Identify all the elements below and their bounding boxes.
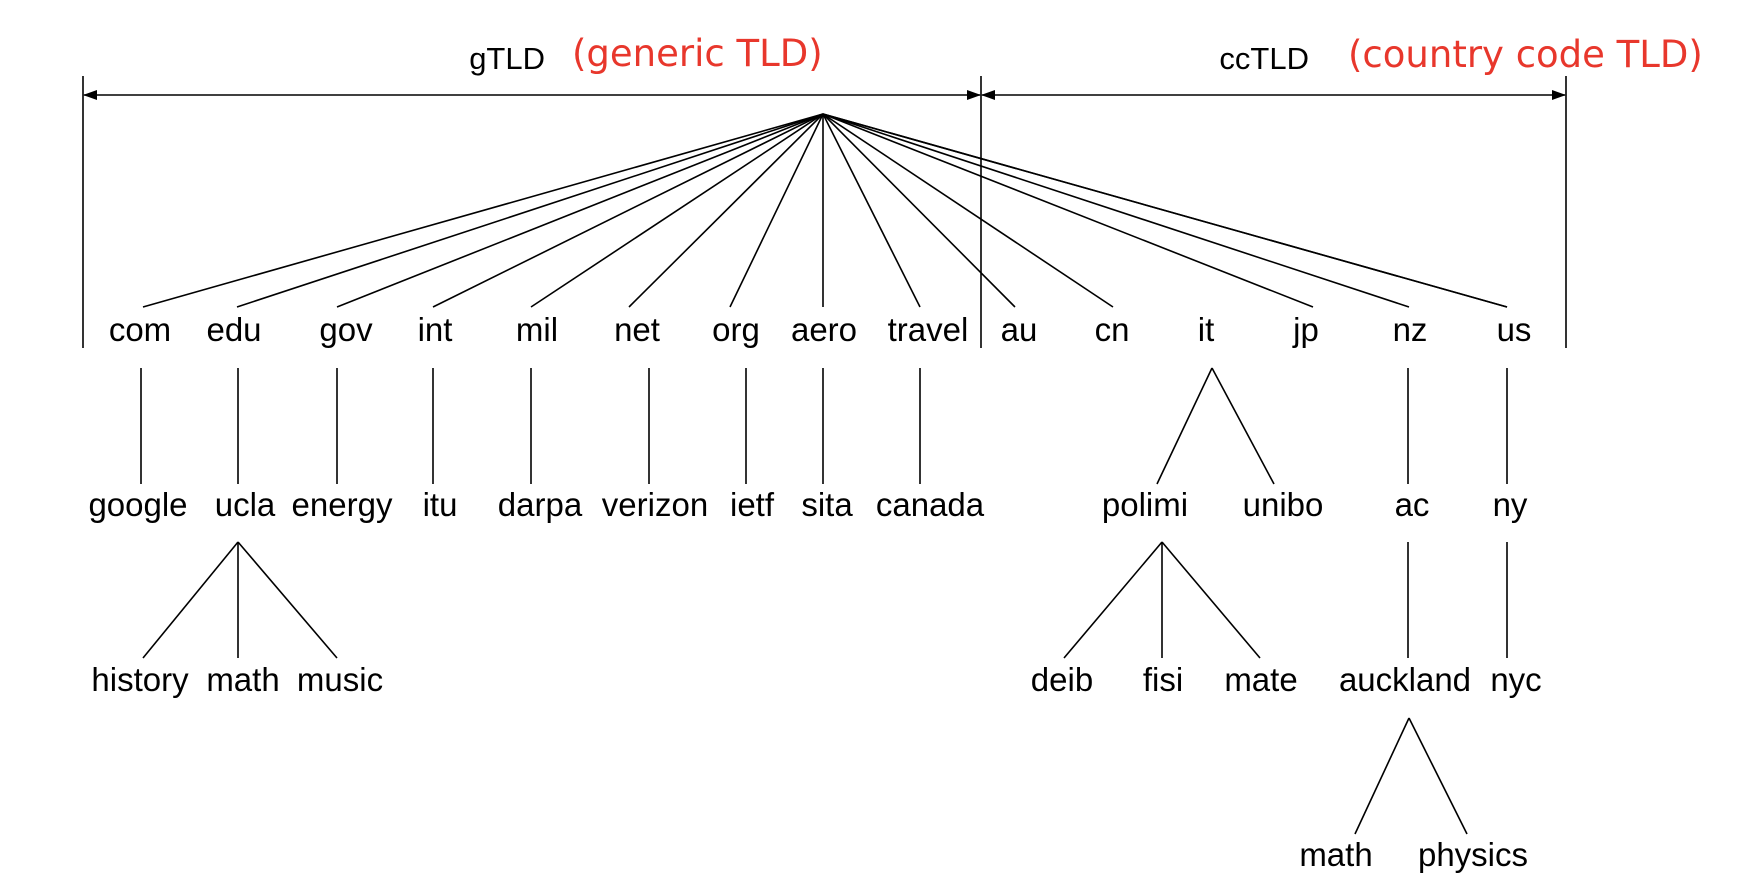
node-com: com <box>109 311 171 348</box>
node-aero: aero <box>791 311 857 348</box>
edge-root-gov <box>336 113 824 308</box>
edge-root-int <box>432 113 824 308</box>
node-history: history <box>91 661 189 698</box>
edge-root-us <box>822 113 1508 308</box>
edge-polimi-deib <box>1063 541 1163 659</box>
node-math-auckland: math <box>1299 836 1372 873</box>
node-ietf: ietf <box>730 486 775 523</box>
edge-auckland-physics <box>1408 717 1468 835</box>
third-level-edges <box>1354 717 1468 835</box>
node-org: org <box>712 311 760 348</box>
edge-root-it <box>822 113 1314 308</box>
node-net: net <box>614 311 660 348</box>
node-math-ucla: math <box>206 661 279 698</box>
edge-it-unibo <box>1211 367 1275 485</box>
cctld-bracket <box>980 76 1567 348</box>
gtld-bracket <box>82 76 981 348</box>
node-au: au <box>1001 311 1038 348</box>
node-ac: ac <box>1395 486 1430 523</box>
edge-root-cn <box>822 113 1114 308</box>
node-travel: travel <box>888 311 969 348</box>
node-int: int <box>418 311 453 348</box>
node-mil: mil <box>516 311 558 348</box>
edge-root-mil <box>530 113 824 308</box>
node-deib: deib <box>1031 661 1093 698</box>
cctld-label: ccTLD <box>1219 41 1309 76</box>
tld-row: com edu gov int mil net org aero travel … <box>109 311 1532 348</box>
edge-root-edu <box>236 113 824 308</box>
node-fisi: fisi <box>1143 661 1183 698</box>
tld-edges <box>140 367 1508 485</box>
node-physics: physics <box>1418 836 1528 873</box>
edge-polimi-mate <box>1161 541 1261 659</box>
edge-ucla-music <box>237 541 338 659</box>
node-canada: canada <box>876 486 985 523</box>
node-itu: itu <box>423 486 458 523</box>
edge-root-travel <box>822 113 921 308</box>
third-level-row: history math music deib fisi mate auckla… <box>91 661 1541 698</box>
edge-root-jp <box>822 113 1410 308</box>
node-music: music <box>297 661 383 698</box>
node-edu: edu <box>206 311 261 348</box>
node-jp: jp <box>1292 311 1319 348</box>
node-cn: cn <box>1095 311 1130 348</box>
edge-root-au <box>822 113 1016 308</box>
gtld-note: (generic TLD) <box>572 32 823 75</box>
cctld-note: (country code TLD) <box>1348 33 1703 76</box>
edge-root-com <box>142 113 824 308</box>
gtld-label: gTLD <box>469 41 545 76</box>
node-polimi: polimi <box>1102 486 1188 523</box>
node-darpa: darpa <box>498 486 583 523</box>
node-nz: nz <box>1393 311 1428 348</box>
second-level-row: google ucla energy itu darpa verizon iet… <box>88 486 1527 523</box>
edge-ucla-history <box>142 541 239 659</box>
node-sita: sita <box>801 486 853 523</box>
node-it: it <box>1198 311 1215 348</box>
node-ucla: ucla <box>215 486 276 523</box>
node-unibo: unibo <box>1243 486 1324 523</box>
edge-it-polimi <box>1156 367 1213 485</box>
node-auckland: auckland <box>1339 661 1471 698</box>
edge-auckland-math <box>1354 717 1410 835</box>
edge-root-org <box>729 113 824 308</box>
node-gov: gov <box>319 311 373 348</box>
edge-root-net <box>628 113 824 308</box>
node-mate: mate <box>1224 661 1297 698</box>
node-verizon: verizon <box>602 486 708 523</box>
node-nyc: nyc <box>1490 661 1541 698</box>
node-us: us <box>1497 311 1532 348</box>
node-energy: energy <box>292 486 393 523</box>
node-google: google <box>88 486 187 523</box>
second-level-edges <box>142 541 1508 659</box>
root-edges <box>142 113 1508 308</box>
node-ny: ny <box>1493 486 1528 523</box>
fourth-level-row: math physics <box>1299 836 1528 873</box>
